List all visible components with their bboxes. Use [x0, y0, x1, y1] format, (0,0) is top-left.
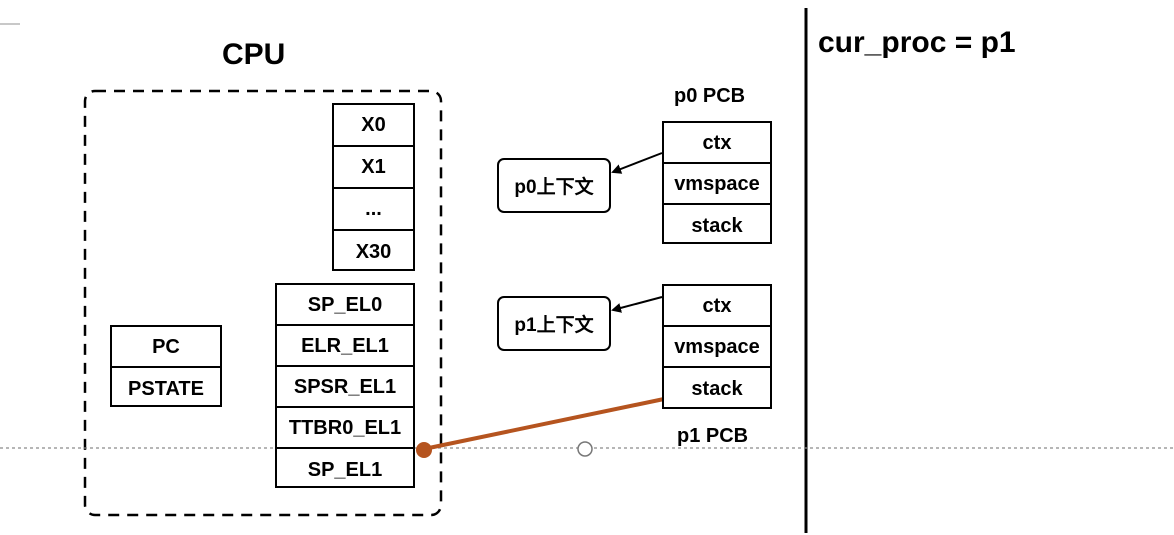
p1-pcb-label: p1 PCB — [677, 425, 749, 447]
p0-vmspace-field: vmspace — [664, 164, 770, 205]
p0-context-box: p0上下文 — [497, 158, 611, 213]
register-ellipsis: ... — [334, 189, 413, 231]
pc-pstate-stack: PC PSTATE — [110, 325, 222, 407]
register-sp-el0: SP_EL0 — [277, 285, 413, 326]
register-x1: X1 — [334, 147, 413, 189]
p1-ctx-field: ctx — [664, 286, 770, 327]
system-register-stack: SP_EL0 ELR_EL1 SPSR_EL1 TTBR0_EL1 SP_EL1 — [275, 283, 415, 488]
connector-midpoint-handle[interactable] — [577, 441, 593, 457]
p1-context-box: p1上下文 — [497, 296, 611, 351]
general-register-stack: X0 X1 ... X30 — [332, 103, 415, 271]
connector-start-handle[interactable] — [416, 442, 432, 458]
p1-ctx-arrow — [611, 296, 663, 313]
register-ttbr0-el1: TTBR0_EL1 — [277, 408, 413, 449]
register-x0: X0 — [334, 105, 413, 147]
register-x30: X30 — [355, 241, 392, 263]
register-pstate: PSTATE — [128, 377, 204, 400]
p0-ctx-arrow — [611, 152, 663, 174]
p0-stack-field: stack — [691, 214, 743, 237]
cpu-boundary — [83, 89, 443, 517]
sp-el1-connector — [423, 397, 665, 451]
p1-pcb: ctx vmspace stack — [662, 284, 772, 409]
p0-pcb-label: p0 PCB — [674, 85, 746, 107]
p1-vmspace-field: vmspace — [664, 327, 770, 368]
register-pc: PC — [112, 327, 220, 368]
cpu-title: CPU — [222, 38, 286, 71]
register-elr-el1: ELR_EL1 — [277, 326, 413, 367]
p0-pcb: ctx vmspace stack — [662, 121, 772, 244]
register-spsr-el1: SPSR_EL1 — [277, 367, 413, 408]
register-sp-el1: SP_EL1 — [307, 458, 383, 481]
p0-ctx-field: ctx — [664, 123, 770, 164]
p1-stack-field: stack — [691, 377, 743, 400]
current-process-status: cur_proc = p1 — [818, 26, 1016, 59]
